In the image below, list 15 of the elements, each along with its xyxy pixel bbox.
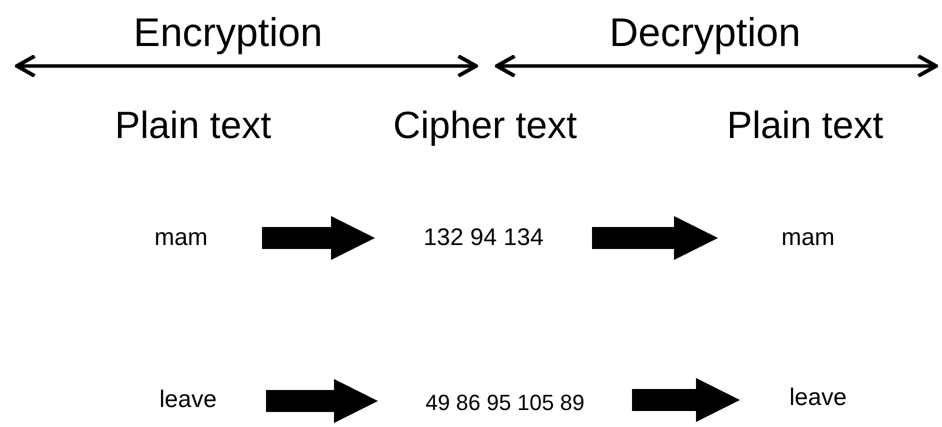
text-value: 49 86 95 105 89 [425, 388, 585, 416]
text-value: leave [789, 383, 847, 413]
column-heading: Plain text [726, 104, 884, 149]
block-arrow [266, 379, 378, 423]
text-value: leave [159, 385, 217, 415]
column-heading: Plain text [114, 104, 272, 149]
block-arrow [632, 378, 740, 422]
section-heading: Decryption [609, 10, 801, 57]
block-arrow [262, 216, 375, 260]
text-value: mam [781, 223, 835, 253]
column-heading: Cipher text [393, 104, 577, 149]
text-value: mam [154, 223, 208, 253]
section-heading: Encryption [134, 10, 322, 57]
text-value: 132 94 134 [423, 223, 544, 253]
block-arrow [592, 216, 718, 260]
